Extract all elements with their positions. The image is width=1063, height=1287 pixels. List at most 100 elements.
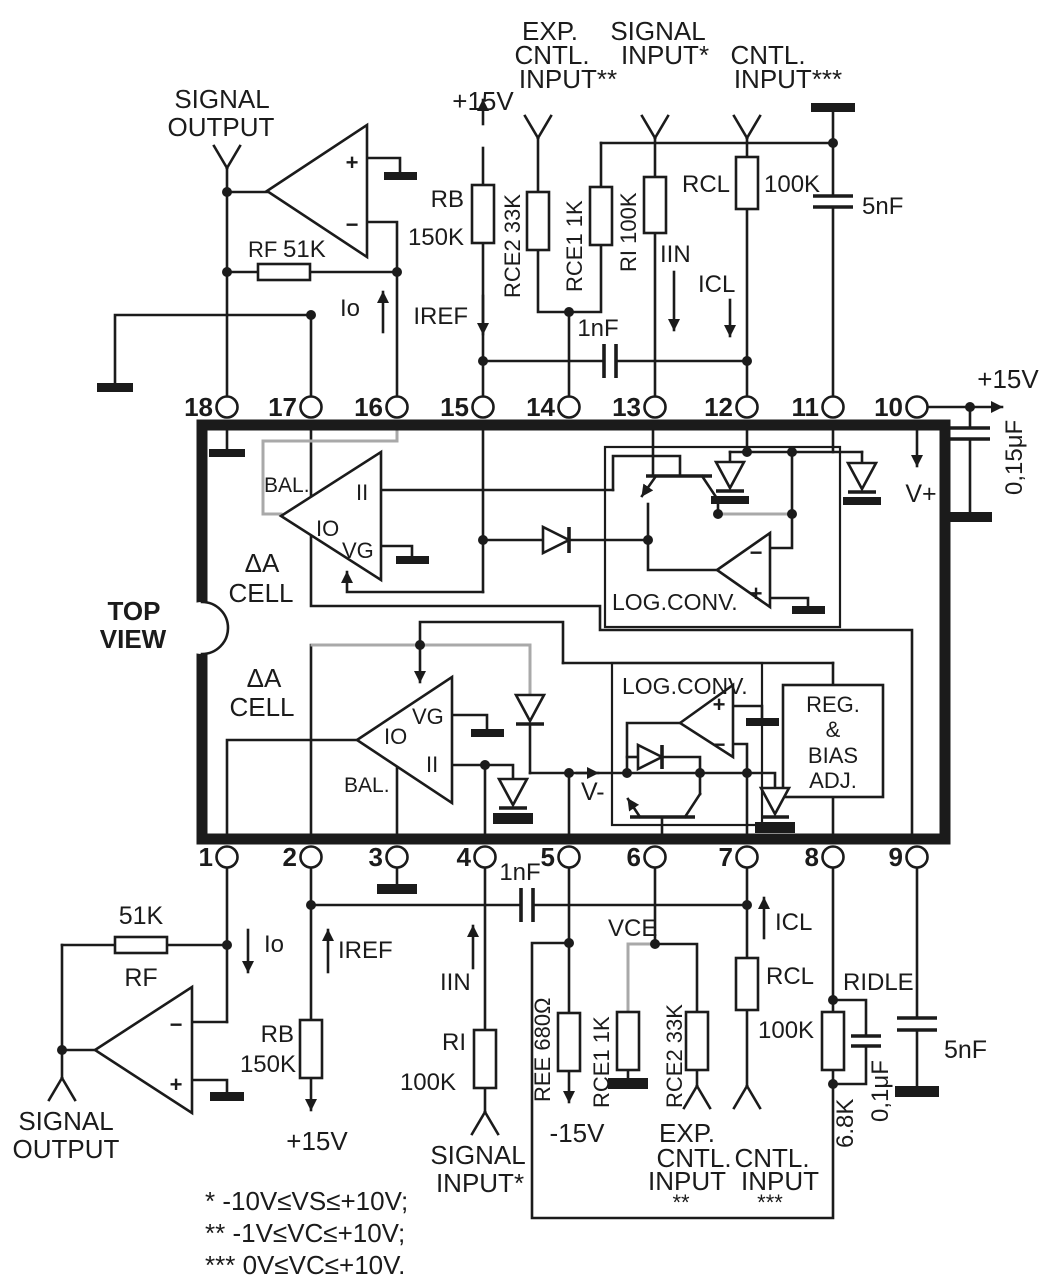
cap-5nf-top (813, 194, 853, 209)
rce2-top-label: RCE2 33K (500, 194, 525, 298)
da-cell-bottom1: ΔA (247, 663, 282, 693)
cap-01uf (851, 1034, 881, 1048)
ri-bottom-label: RI (442, 1029, 466, 1056)
io-cell-top-label: IO (316, 516, 339, 541)
resistor-rcl-top (734, 155, 760, 211)
opamp-tl-minus: − (346, 212, 359, 237)
ground-diode-bottom (755, 822, 795, 833)
rce1-top-label: RCE1 1K (562, 200, 587, 292)
logconv-bottom-plus: + (713, 692, 726, 717)
rce2-bottom-label: RCE2 33K (662, 1004, 687, 1108)
pin-12 (735, 395, 759, 419)
da-cell-top2: CELL (228, 578, 293, 608)
cap-015uf (950, 426, 990, 441)
logconv-box-bottom (610, 661, 764, 827)
pin-3-label: 3 (369, 842, 383, 872)
pin-4-label: 4 (457, 842, 472, 872)
exp-bottom3: INPUT (648, 1166, 726, 1196)
antenna-terminals (47, 114, 762, 1136)
ground-diode-top1 (711, 496, 749, 504)
rail-bar-top-right (811, 103, 855, 112)
rcl-bottom-value: 100K (758, 1017, 814, 1044)
delta-a-cell-top-triangle (278, 449, 383, 583)
pin-10-label: 10 (874, 392, 903, 422)
io-top-label: Io (340, 295, 360, 322)
signal-output-bottom2: OUTPUT (13, 1134, 120, 1164)
current-arrows (242, 98, 770, 974)
iref-bottom-label: IREF (338, 937, 393, 964)
pin-2-label: 2 (283, 842, 297, 872)
pin-13-label: 13 (612, 392, 641, 422)
vce-label: VCE (608, 915, 657, 942)
rb-top-label: RB (431, 186, 464, 213)
linear-cntl-input-terminal-bottom (732, 1084, 762, 1110)
rb-bottom-value: 150K (240, 1051, 296, 1078)
pin-9 (905, 845, 929, 869)
rcl-top-value: 100K (764, 171, 820, 198)
exp-label-top2: CNTL. (514, 40, 589, 70)
pin-10 (905, 395, 929, 419)
pin-6 (643, 845, 667, 869)
labels: 18 17 16 15 14 13 12 11 10 1 2 3 4 5 6 7… (13, 16, 1040, 1280)
exp-bottom1: EXP. (659, 1118, 715, 1148)
ground-diode-top2 (843, 497, 881, 505)
exp-cntl-input-terminal-bottom (682, 1084, 712, 1110)
resistor-ridle (820, 1010, 846, 1072)
footnote-3: *** 0V≤VC≤+10V. (205, 1250, 405, 1280)
ri-bottom-value: 100K (400, 1069, 456, 1096)
ic-notch (200, 600, 230, 656)
iref-top-label: IREF (413, 303, 468, 330)
c1nf-bottom-label: 1nF (499, 859, 540, 886)
resistor-rce1-bottom (615, 1010, 641, 1072)
linear-bottom3: INPUT (741, 1166, 819, 1196)
signal-input-bottom1: SIGNAL (430, 1140, 525, 1170)
resistor-rf-bottom (113, 935, 169, 955)
pin-5-label: 5 (541, 842, 555, 872)
ground-vg-bottom (471, 729, 504, 737)
p15v-bottom-label: +15V (286, 1126, 348, 1156)
pin-6-label: 6 (627, 842, 641, 872)
r68k-label: 6.8K (832, 1099, 859, 1148)
ground-rce1-bottom (608, 1078, 648, 1089)
logconv-opamp-top (714, 530, 772, 610)
top-view-label2: VIEW (100, 624, 167, 654)
pin-18 (215, 395, 239, 419)
bal-bottom-label: BAL. (344, 774, 390, 797)
da-cell-bottom2: CELL (229, 692, 294, 722)
ground-5nf-bottom (895, 1086, 939, 1097)
ic-notch-mask (176, 602, 228, 654)
logconv-box-top (603, 445, 842, 629)
opamp-bl-plus: + (170, 1072, 183, 1097)
iin-bottom-label: IIN (440, 969, 471, 996)
exp-bottom4: ** (672, 1190, 690, 1215)
reg-label2: & (826, 717, 841, 742)
resistor-ri-top (642, 175, 668, 235)
pin-7 (735, 845, 759, 869)
diode-top-mid (541, 524, 572, 556)
c1nf-top-label: 1nF (577, 315, 618, 342)
pin-11 (821, 395, 845, 419)
signal-input-terminal-top (640, 114, 670, 140)
opamp-tl-plus: + (346, 150, 359, 175)
rcl-bottom-label: RCL (766, 963, 814, 990)
signal-input-terminal-bottom (470, 1110, 500, 1136)
ii-top-label: II (356, 480, 368, 505)
ground-logconv-top (792, 606, 825, 614)
opamp-top-left (264, 122, 369, 260)
exp-label-top3: INPUT** (519, 64, 617, 94)
logconv-bottom-label: LOG.CONV. (622, 673, 748, 699)
diode-top-gnd1 (713, 460, 747, 493)
resistor-ree (556, 1011, 582, 1073)
pin-11-label: 11 (792, 392, 820, 422)
pin-8-label: 8 (805, 842, 819, 872)
signal-output-terminal-bottom (47, 1076, 77, 1102)
icl-bottom-label: ICL (775, 909, 812, 936)
rb-top-value: 150K (408, 224, 464, 251)
reg-label3: BIAS (808, 743, 858, 768)
pin-12-label: 12 (704, 392, 733, 422)
cap-5nf-bottom (897, 1016, 937, 1032)
rce1-bottom-label: RCE1 1K (589, 1016, 614, 1108)
ground-015uf (948, 512, 992, 522)
cap-1nf-top (602, 344, 618, 378)
